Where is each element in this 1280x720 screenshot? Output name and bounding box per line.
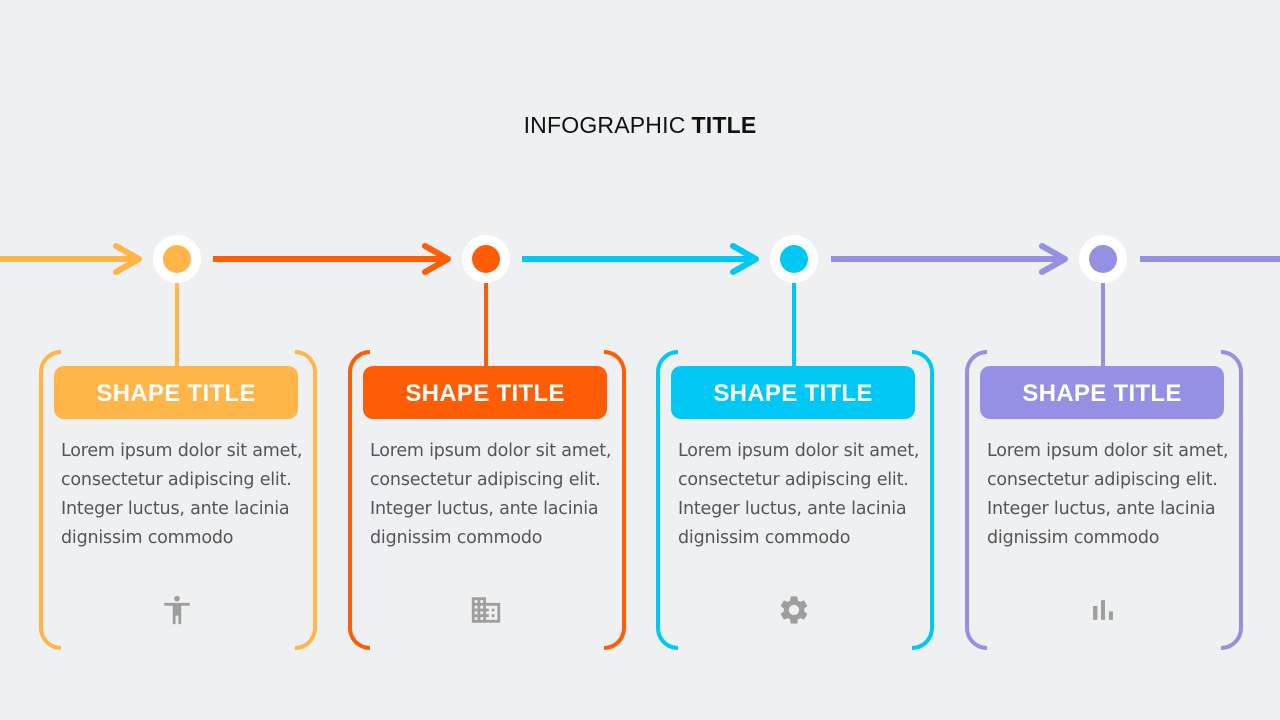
- flow-segment-3: [522, 235, 818, 368]
- title-bold: TITLE: [691, 112, 757, 138]
- step-card-1: SHAPE TITLE Lorem ipsum dolor sit amet, …: [39, 350, 317, 650]
- node-dot-1: [163, 245, 191, 273]
- building-icon: [469, 593, 503, 627]
- step-card-4: SHAPE TITLE Lorem ipsum dolor sit amet, …: [965, 350, 1243, 650]
- flow-segment-4: [831, 235, 1280, 368]
- shape-description: Lorem ipsum dolor sit amet, consectetur …: [987, 441, 1229, 548]
- gear-icon: [777, 593, 811, 627]
- shape-description: Lorem ipsum dolor sit amet, consectetur …: [370, 441, 612, 548]
- shape-description: Lorem ipsum dolor sit amet, consectetur …: [678, 441, 920, 548]
- flow-segment-1: [0, 235, 201, 368]
- title-regular: INFOGRAPHIC: [523, 112, 686, 138]
- shape-title: SHAPE TITLE: [671, 366, 915, 419]
- step-card-2: SHAPE TITLE Lorem ipsum dolor sit amet, …: [348, 350, 626, 650]
- node-dot-2: [472, 245, 500, 273]
- arrow-head-2: [422, 243, 451, 275]
- shape-title: SHAPE TITLE: [980, 366, 1224, 419]
- arrow-head-1: [113, 243, 142, 275]
- step-card-3: SHAPE TITLE Lorem ipsum dolor sit amet, …: [656, 350, 934, 650]
- arrow-head-4: [1039, 243, 1068, 275]
- node-dot-4: [1089, 245, 1117, 273]
- accessibility-icon: [160, 593, 194, 627]
- node-dot-3: [780, 245, 808, 273]
- shape-title: SHAPE TITLE: [54, 366, 298, 419]
- flow-segment-2: [213, 235, 510, 368]
- bar-chart-icon: [1086, 593, 1120, 627]
- shape-title: SHAPE TITLE: [363, 366, 607, 419]
- shape-description: Lorem ipsum dolor sit amet, consectetur …: [61, 441, 303, 548]
- arrow-head-3: [730, 243, 759, 275]
